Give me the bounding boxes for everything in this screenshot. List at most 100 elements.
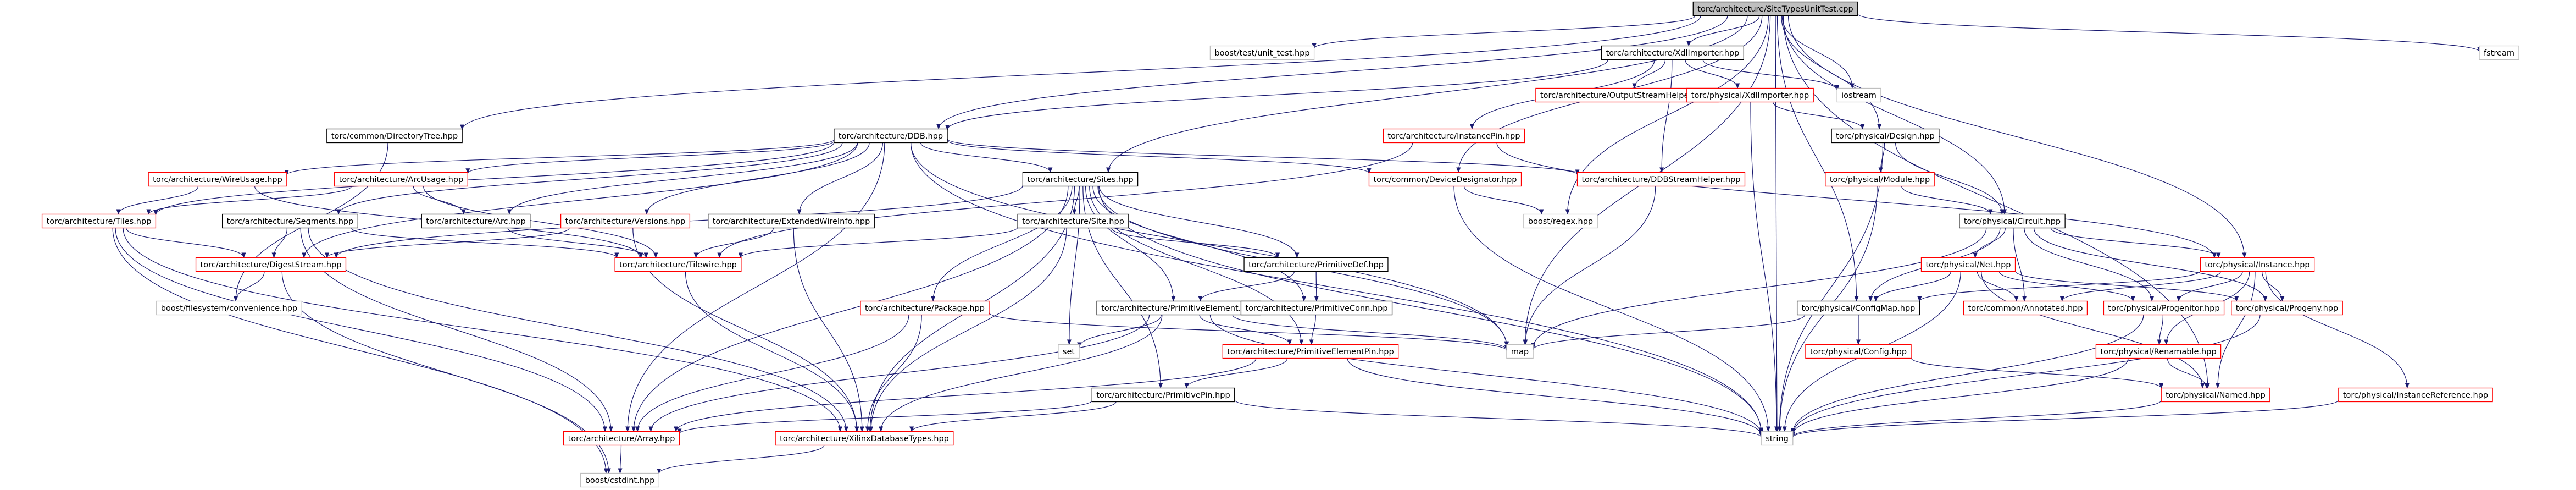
edge-design-to-circuit — [1895, 142, 2005, 215]
node-segments[interactable]: torc/architecture/Segments.hpp — [221, 213, 359, 229]
node-site[interactable]: torc/architecture/Site.hpp — [1017, 213, 1129, 229]
node-package[interactable]: torc/architecture/Package.hpp — [860, 300, 990, 316]
edge-root-to-instance — [1787, 15, 2247, 258]
node-primitive-conn[interactable]: torc/architecture/PrimitiveConn.hpp — [1240, 300, 1393, 316]
node-label: torc/architecture/PrimitiveDef.hpp — [1248, 261, 1384, 269]
node-design[interactable]: torc/physical/Design.hpp — [1831, 128, 1940, 144]
edge-named-to-string — [1790, 400, 2162, 438]
node-progenitor[interactable]: torc/physical/Progenitor.hpp — [2103, 300, 2225, 316]
node-sites[interactable]: torc/architecture/Sites.hpp — [1022, 172, 1139, 187]
edge-primitive-def-to-primitive-element — [1198, 271, 1295, 302]
node-set[interactable]: set — [1058, 344, 1080, 359]
node-xdl-importer[interactable]: torc/architecture/XdlImporter.hpp — [1601, 45, 1745, 60]
node-primitive-element-pin[interactable]: torc/architecture/PrimitiveElementPin.hp… — [1222, 344, 1399, 359]
node-ddb[interactable]: torc/architecture/DDB.hpp — [834, 128, 948, 144]
node-progeny[interactable]: torc/physical/Progeny.hpp — [2231, 300, 2343, 316]
edge-segments-to-xilinx-db-types — [308, 228, 848, 432]
node-net[interactable]: torc/physical/Net.hpp — [1920, 257, 2016, 272]
edge-circuit-to-annotated — [2013, 228, 2027, 302]
edge-instance-to-instance-reference — [2265, 271, 2410, 389]
node-array[interactable]: torc/architecture/Array.hpp — [563, 431, 680, 446]
node-box — [1963, 300, 2088, 316]
edge-net-to-config-map — [1873, 271, 1951, 302]
edge-xdl-importer-to-iostream — [1702, 59, 1840, 91]
node-iostream[interactable]: iostream — [1836, 87, 1881, 103]
node-box — [2231, 300, 2343, 316]
node-digest-stream[interactable]: torc/architecture/DigestStream.hpp — [195, 257, 347, 272]
node-map[interactable]: map — [1506, 344, 1534, 359]
node-extended-wire-info[interactable]: torc/architecture/ExtendedWireInfo.hpp — [708, 213, 875, 229]
node-box — [195, 257, 347, 272]
edge-arc-usage-to-tilewire — [423, 186, 658, 258]
node-box — [1601, 45, 1745, 60]
edge-arc-usage-to-tiles — [146, 186, 352, 215]
node-boost-fs-convenience[interactable]: boost/filesystem/convenience.hpp — [156, 300, 302, 316]
edge-sites-to-primitive-conn — [1092, 186, 1306, 302]
node-xilinx-db-types[interactable]: torc/architecture/XilinxDatabaseTypes.hp… — [775, 431, 954, 446]
node-box — [1096, 300, 1261, 316]
node-box — [326, 128, 463, 144]
edge-root-to-fstream — [1857, 13, 2481, 52]
node-boost-regex[interactable]: boost/regex.hpp — [1523, 213, 1598, 229]
node-annotated[interactable]: torc/common/Annotated.hpp — [1963, 300, 2088, 316]
node-named[interactable]: torc/physical/Named.hpp — [2161, 387, 2270, 403]
node-physical-xdl-importer[interactable]: torc/physical/XdlImporter.hpp — [1686, 87, 1814, 103]
edge-xilinx-db-types-to-boost-cstdint — [657, 445, 825, 474]
node-circuit[interactable]: torc/physical/Circuit.hpp — [1959, 213, 2066, 229]
edge-device-designator-to-string — [1453, 186, 1770, 432]
node-boost-cstdint[interactable]: boost/cstdint.hpp — [580, 472, 659, 488]
edge-physical-xdl-importer-to-string — [1750, 102, 1779, 432]
edge-instance-reference-to-string — [1791, 400, 2339, 438]
edge-ddb-to-arc-usage — [465, 140, 835, 174]
edge-xdl-importer-to-output-stream-helpers — [1632, 59, 1666, 89]
node-boost-unit-test[interactable]: boost/test/unit_test.hpp — [1209, 45, 1315, 60]
node-wire-usage[interactable]: torc/architecture/WireUsage.hpp — [148, 172, 287, 187]
node-root[interactable]: torc/architecture/SiteTypesUnitTest.cpp — [1692, 1, 1858, 16]
node-label: torc/architecture/Package.hpp — [865, 304, 985, 313]
node-renamable[interactable]: torc/physical/Renamable.hpp — [2095, 344, 2222, 359]
node-ddb-stream-helper[interactable]: torc/architecture/DDBStreamHelper.hpp — [1576, 172, 1746, 187]
node-arc[interactable]: torc/architecture/Arc.hpp — [421, 213, 531, 229]
node-device-designator[interactable]: torc/common/DeviceDesignator.hpp — [1368, 172, 1522, 187]
node-label: fstream — [2484, 49, 2514, 58]
node-box — [2095, 344, 2222, 359]
node-fstream[interactable]: fstream — [2479, 45, 2519, 60]
edge-primitive-conn-to-primitive-element-pin — [1309, 315, 1316, 345]
node-tiles[interactable]: torc/architecture/Tiles.hpp — [41, 213, 157, 229]
node-label: torc/architecture/Array.hpp — [568, 434, 675, 443]
edge-net-to-progenitor — [1998, 271, 2135, 302]
node-label: map — [1511, 348, 1529, 356]
node-label: torc/architecture/PrimitivePin.hpp — [1096, 391, 1230, 400]
node-box — [1091, 387, 1235, 403]
node-string[interactable]: string — [1761, 431, 1794, 446]
node-box — [1920, 257, 2016, 272]
node-box — [1368, 172, 1522, 187]
node-box — [1022, 172, 1139, 187]
node-primitive-pin[interactable]: torc/architecture/PrimitivePin.hpp — [1091, 387, 1235, 403]
edge-root-to-boost-unit-test — [1312, 15, 1696, 49]
node-instance-reference[interactable]: torc/physical/InstanceReference.hpp — [2338, 387, 2493, 403]
node-arc-usage[interactable]: torc/architecture/ArcUsage.hpp — [334, 172, 468, 187]
edge-package-to-map — [989, 312, 1509, 351]
node-box — [1576, 172, 1746, 187]
node-config-map[interactable]: torc/physical/ConfigMap.hpp — [1796, 300, 1920, 316]
node-config[interactable]: torc/physical/Config.hpp — [1805, 344, 1912, 359]
node-versions[interactable]: torc/architecture/Versions.hpp — [560, 213, 691, 229]
node-instance[interactable]: torc/physical/Instance.hpp — [2200, 257, 2315, 272]
node-box — [560, 213, 691, 229]
node-directory-tree[interactable]: torc/common/DirectoryTree.hpp — [326, 128, 463, 144]
edge-ddb-to-array — [625, 142, 885, 432]
node-box — [221, 213, 359, 229]
node-module[interactable]: torc/physical/Module.hpp — [1825, 172, 1935, 187]
edge-sites-to-package — [931, 186, 1073, 302]
node-instance-pin[interactable]: torc/architecture/InstancePin.hpp — [1383, 128, 1525, 144]
edge-ddb-to-digest-stream — [302, 142, 858, 258]
edge-primitive-element-pin-to-primitive-pin — [1184, 358, 1288, 389]
node-primitive-def[interactable]: torc/architecture/PrimitiveDef.hpp — [1243, 257, 1389, 272]
edge-site-to-primitive-def — [1111, 228, 1280, 258]
node-box — [1805, 344, 1912, 359]
edge-package-to-array — [635, 315, 909, 432]
node-primitive-element[interactable]: torc/architecture/PrimitiveElement.hpp — [1096, 300, 1261, 316]
node-label: torc/physical/InstanceReference.hpp — [2343, 391, 2488, 400]
node-tilewire[interactable]: torc/architecture/Tilewire.hpp — [614, 257, 742, 272]
